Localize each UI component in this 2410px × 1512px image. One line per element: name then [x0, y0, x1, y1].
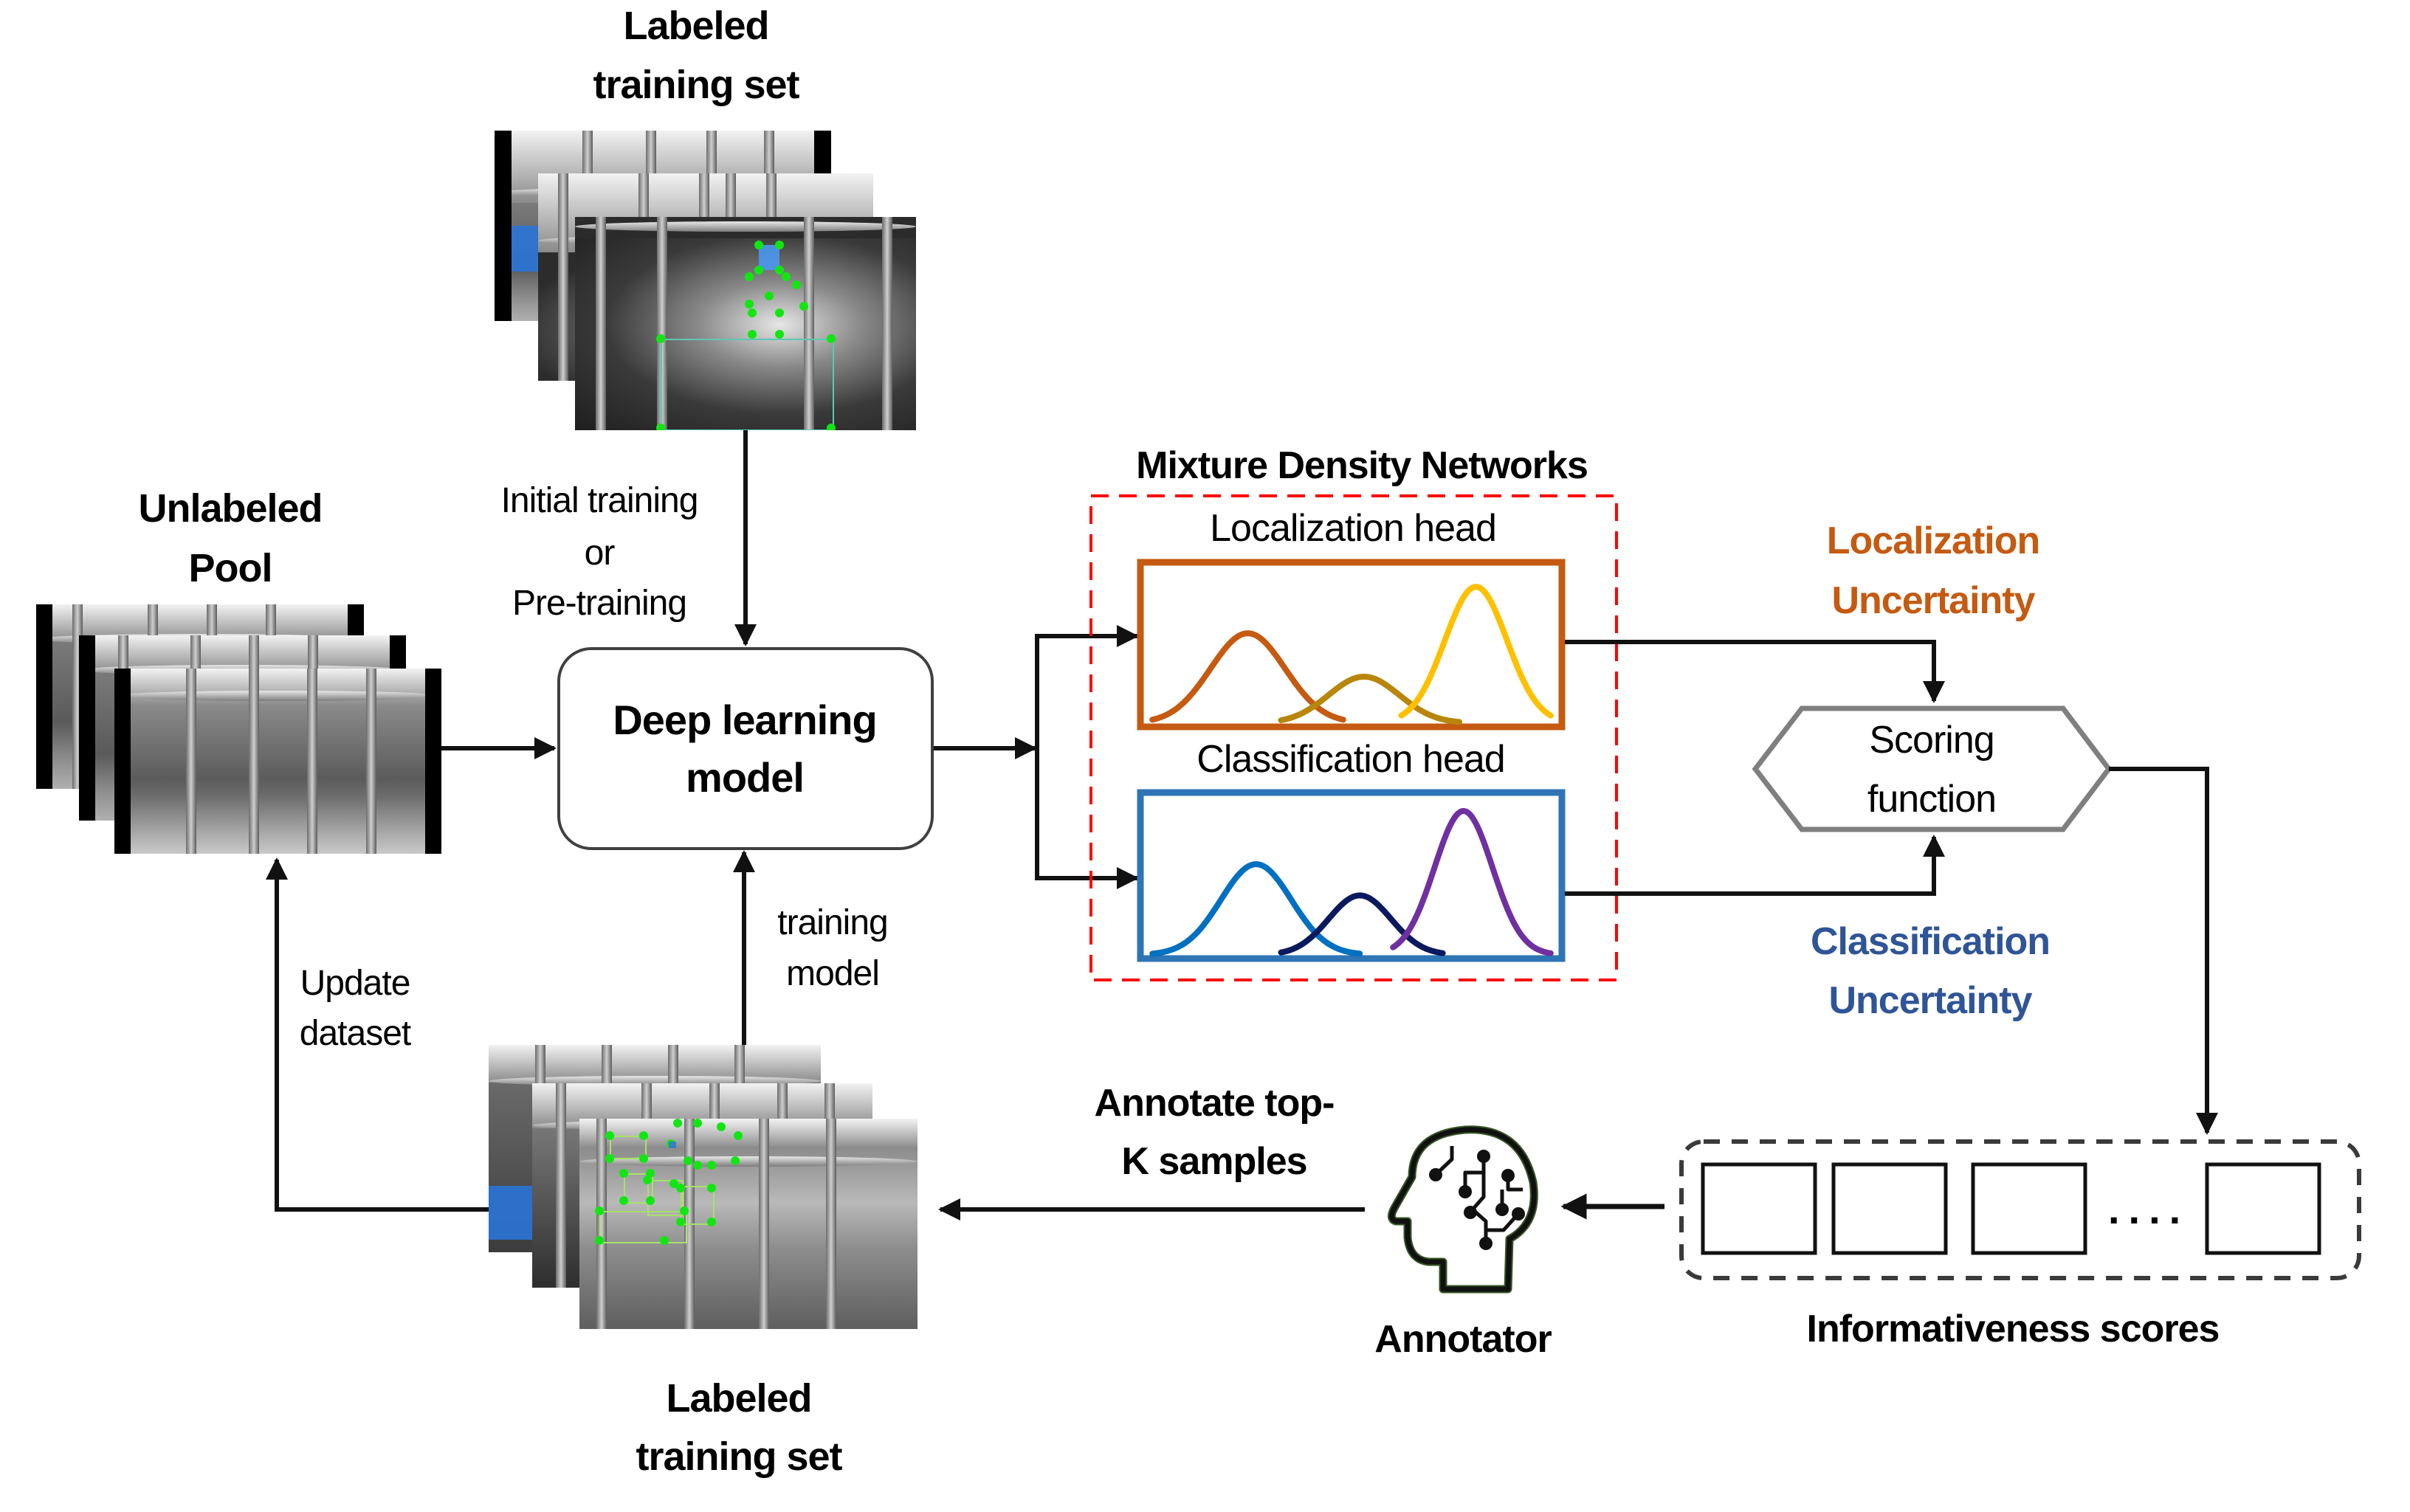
score-box-2 — [1831, 1162, 1948, 1255]
score-box-3 — [1971, 1162, 2087, 1255]
classification-gaussian-2 — [1278, 892, 1446, 956]
classification-head-box — [1137, 789, 1566, 962]
score-box-k — [2205, 1162, 2321, 1255]
update-dataset-line1: Update — [300, 964, 411, 1003]
bottom-set-title-line1: Labeled — [666, 1376, 812, 1420]
deep-learning-model-box — [557, 647, 934, 850]
mdn-dashed-container — [1089, 494, 1618, 981]
loc-to-scoring-connector — [1565, 640, 1945, 703]
classification-head-label: Classification head — [1197, 738, 1505, 781]
pool-title-line1: Unlabeled — [138, 486, 323, 531]
top-set-title-line1: Labeled — [623, 4, 769, 48]
localization-uncertainty-line2: Uncertainty — [1831, 579, 2035, 622]
localization-gaussian-curves — [1149, 584, 1554, 725]
mdn-title: Mixture Density Networks — [1136, 444, 1588, 487]
training-model-line2: model — [786, 954, 880, 993]
informativeness-scores-label: Informativeness scores — [1806, 1308, 2220, 1350]
bottom-set-title-line2: training set — [636, 1435, 842, 1479]
scoring-function-line2: function — [1867, 778, 1997, 821]
annotate-topk-line2: K samples — [1121, 1140, 1307, 1183]
top-set-title-line2: training set — [593, 63, 799, 107]
classification-gaussian-curves — [1149, 807, 1554, 957]
head-circuit-icon — [1388, 1125, 1538, 1294]
classification-uncertainty-line2: Uncertainty — [1828, 979, 2032, 1022]
scoring-function-line1: Scoring — [1869, 719, 1994, 762]
score-box-1 — [1701, 1162, 1817, 1255]
localization-gaussian-1 — [1149, 630, 1346, 723]
pool-image-3 — [114, 669, 441, 854]
bottom-set-image-3 — [579, 1119, 917, 1329]
annotate-topk-line1: Annotate top- — [1094, 1082, 1335, 1125]
update-dataset-connector — [266, 857, 489, 1212]
informativeness-dashed-container — [1679, 1139, 2361, 1280]
localization-gaussian-2 — [1278, 673, 1463, 725]
score-boxes-ellipsis: .... — [2108, 1186, 2190, 1232]
classification-gaussian-3 — [1390, 807, 1554, 956]
split-connector — [1035, 634, 1140, 880]
update-dataset-line2: dataset — [299, 1014, 411, 1053]
classification-uncertainty-line1: Classification — [1810, 920, 2051, 963]
initial-training-label-line3: Pre-training — [512, 584, 687, 623]
pool-title-line2: Pool — [188, 546, 273, 590]
initial-training-label-line2: or — [584, 534, 616, 573]
model-label-line1: Deep learning — [613, 697, 877, 743]
model-label-line2: model — [686, 754, 805, 801]
annotator-label: Annotator — [1374, 1318, 1552, 1361]
training-model-line1: training — [777, 903, 888, 942]
localization-head-box — [1137, 559, 1566, 731]
cls-to-scoring-connector — [1565, 835, 1945, 896]
localization-gaussian-3 — [1398, 584, 1554, 719]
localization-uncertainty-line1: Localization — [1826, 519, 2040, 562]
classification-gaussian-1 — [1149, 860, 1363, 957]
initial-training-label-line1: Initial training — [500, 481, 699, 520]
localization-head-label: Localization head — [1210, 507, 1497, 550]
top-set-image-3 — [575, 217, 916, 430]
scoring-to-scores-connector — [2109, 767, 2218, 1135]
